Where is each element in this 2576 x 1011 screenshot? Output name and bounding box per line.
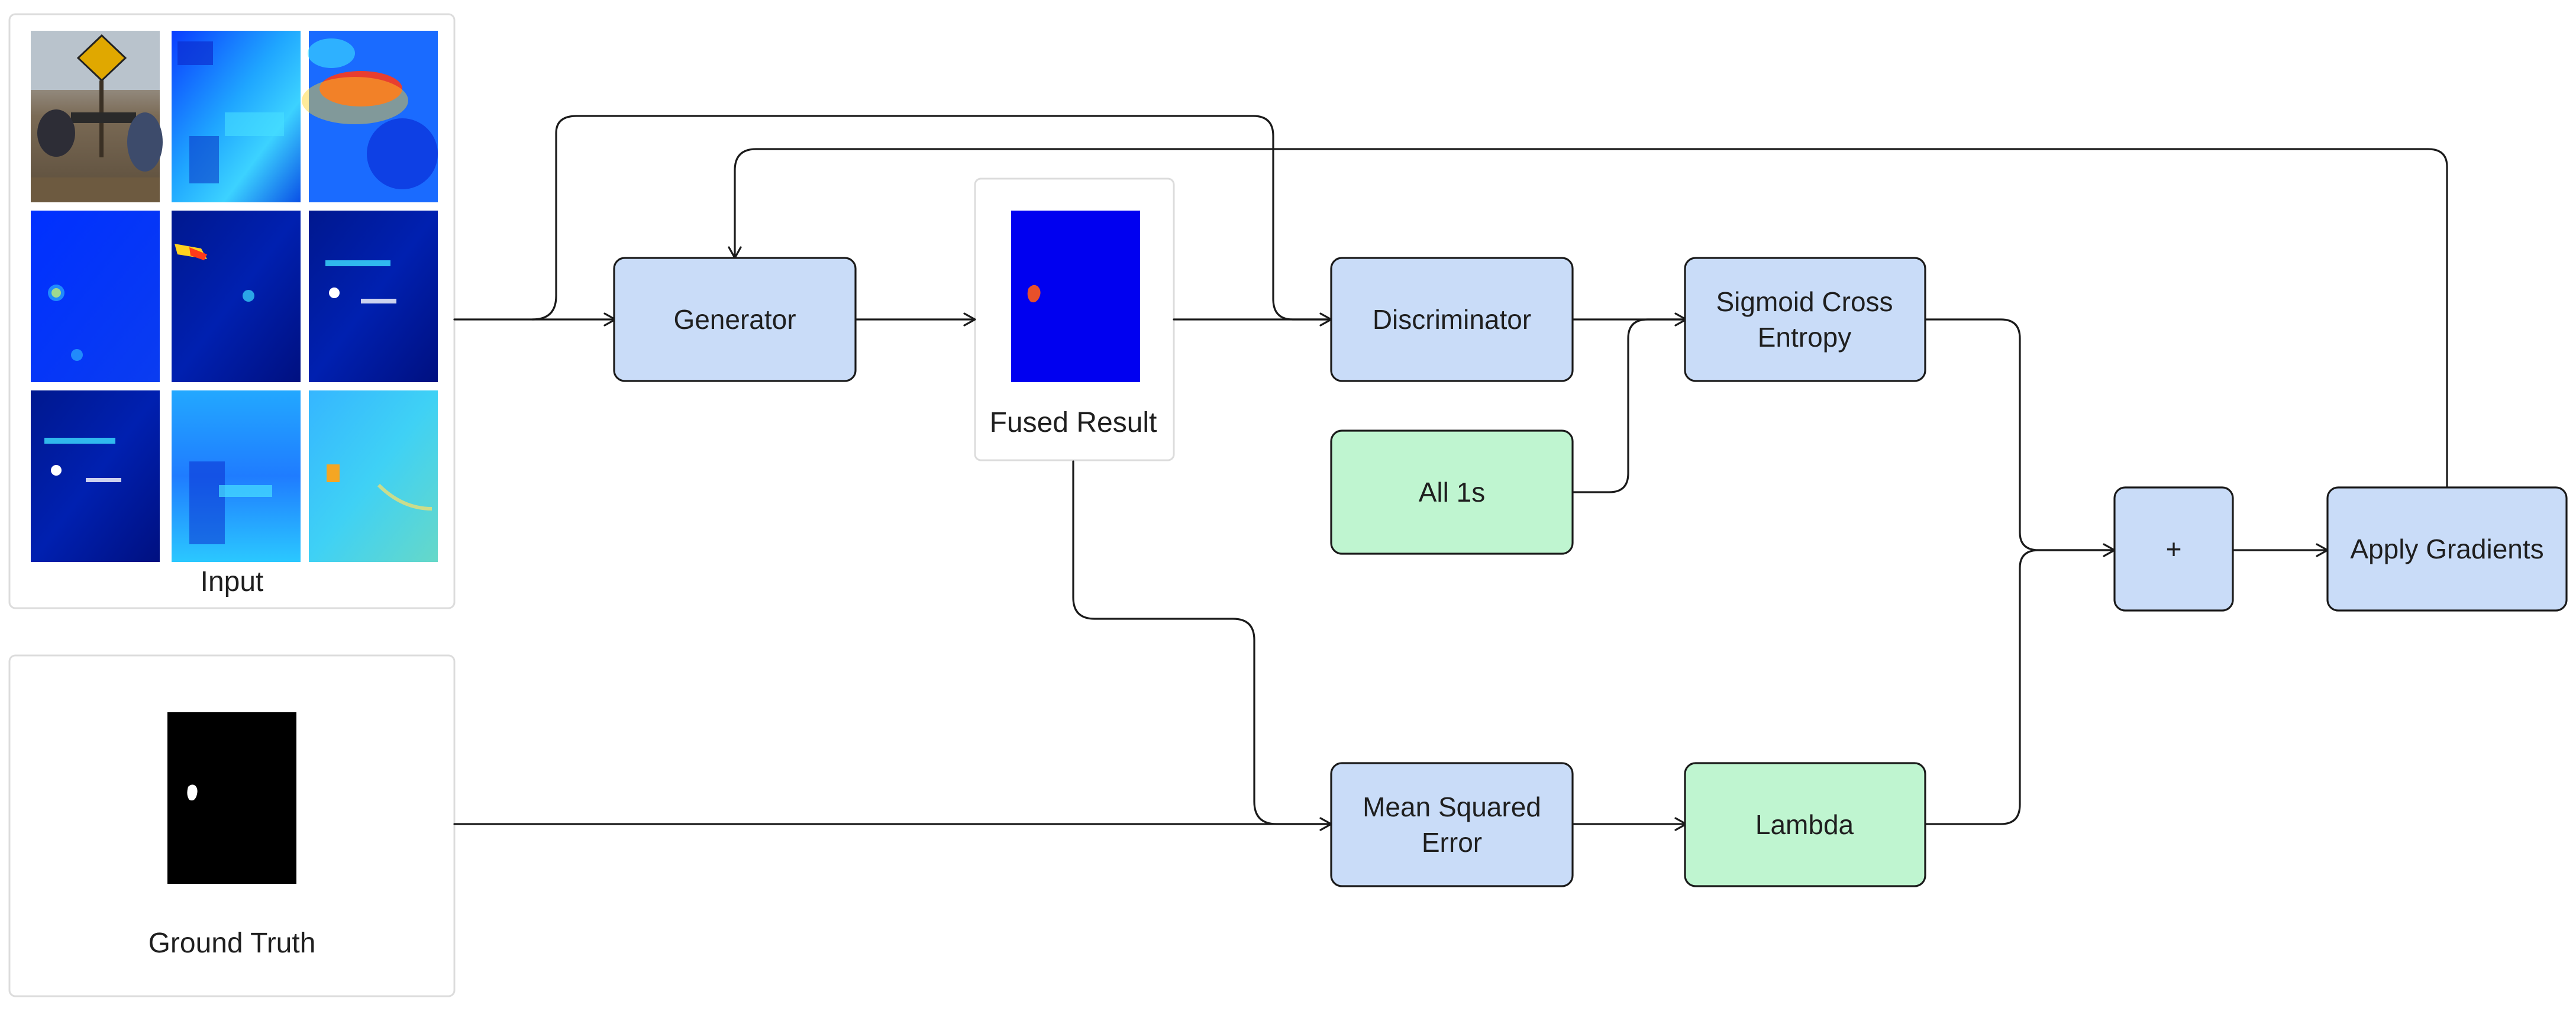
input-thumbnail-heatmap-8 [172, 390, 301, 562]
input-panel: Input [8, 13, 456, 609]
edge-sigmoid-plus [1924, 318, 2115, 551]
all-ones-label: All 1s [1419, 477, 1485, 508]
generator-label: Generator [673, 304, 796, 335]
node-mean-squared-error: Mean Squared Error [1330, 762, 1574, 887]
input-thumbnail-heatmap-5 [172, 211, 301, 382]
input-thumbnail-heatmap-7 [31, 390, 160, 562]
input-thumbnail-heatmap-2 [172, 31, 301, 202]
plus-label: + [2166, 534, 2182, 564]
sigmoid-label-line2: Entropy [1758, 322, 1852, 353]
edges [453, 115, 2448, 831]
input-thumbnail-heatmap-4 [31, 211, 160, 382]
sigmoid-label-line1: Sigmoid Cross [1716, 286, 1893, 317]
mse-label-line2: Error [1422, 827, 1482, 858]
apply-gradients-label: Apply Gradients [2350, 534, 2543, 564]
input-caption: Input [201, 566, 264, 597]
edge-input-discriminator [531, 115, 1331, 321]
edge-all1s-sigmoid [1571, 318, 1686, 493]
edge-fused-mse [1072, 460, 1331, 825]
input-thumbnail-heatmap-6 [309, 211, 438, 382]
fused-result-caption: Fused Result [990, 407, 1157, 438]
node-discriminator: Discriminator [1330, 257, 1574, 382]
ground-truth-blob [187, 784, 198, 801]
ground-truth-mask [167, 712, 296, 884]
lambda-label: Lambda [1755, 809, 1854, 840]
input-thumbnail-photo [31, 31, 163, 202]
ground-truth-caption: Ground Truth [149, 928, 316, 959]
node-sigmoid-cross-entropy: Sigmoid Cross Entropy [1684, 257, 1926, 382]
fused-result-blob [1027, 285, 1041, 303]
discriminator-label: Discriminator [1373, 304, 1531, 335]
node-apply-gradients: Apply Gradients [2326, 486, 2568, 612]
input-thumbnail-heatmap-3 [302, 31, 438, 202]
node-generator: Generator [613, 257, 857, 382]
fused-result-panel: Fused Result [974, 177, 1175, 461]
edge-apply-generator [734, 148, 2448, 489]
node-plus: + [2113, 486, 2234, 612]
mse-label-line1: Mean Squared [1363, 792, 1541, 822]
edge-lambda-plus [1924, 549, 2115, 825]
node-all-ones: All 1s [1330, 429, 1574, 555]
node-lambda: Lambda [1684, 762, 1926, 887]
input-thumbnail-heatmap-9 [309, 390, 438, 562]
ground-truth-panel: Ground Truth [8, 654, 456, 997]
